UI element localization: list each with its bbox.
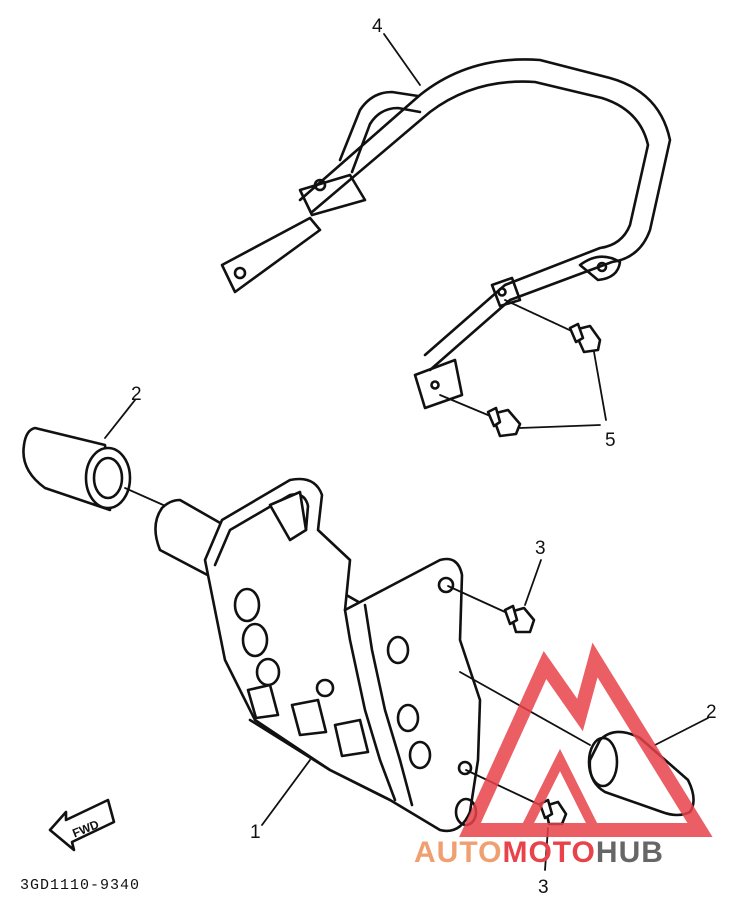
- leader-1: [261, 759, 311, 826]
- mountain-logo-icon: [459, 642, 713, 837]
- callout-3-upper: 3: [535, 538, 546, 559]
- watermark-logo: [459, 642, 713, 837]
- drawing-code: 3GD1110-9340: [20, 877, 140, 894]
- watermark-hub: HUB: [596, 836, 664, 869]
- svg-text:AUTOMOTOHUB: AUTOMOTOHUB: [414, 836, 664, 869]
- skid-plate-part: [154, 477, 482, 833]
- callout-2-right: 2: [706, 702, 717, 723]
- leader-2-right: [654, 717, 709, 746]
- leader-4: [383, 33, 421, 86]
- fwd-arrow: FWD: [48, 798, 116, 852]
- grab-bar-part: [220, 58, 672, 410]
- bolt-pair-part: [439, 299, 607, 438]
- callout-2-left: 2: [131, 384, 142, 405]
- bolt-lower-part: [465, 769, 568, 871]
- end-cap-left-part: [22, 426, 171, 512]
- callout-3-lower: 3: [538, 877, 549, 898]
- watermark-auto: AUTO: [414, 836, 502, 869]
- leader-2-left: [104, 399, 136, 439]
- watermark-moto: MOTO: [502, 836, 595, 869]
- callout-1: 1: [250, 822, 261, 843]
- callout-4: 4: [372, 16, 383, 37]
- callout-5: 5: [605, 430, 616, 451]
- bolt-upper-part: [447, 559, 542, 634]
